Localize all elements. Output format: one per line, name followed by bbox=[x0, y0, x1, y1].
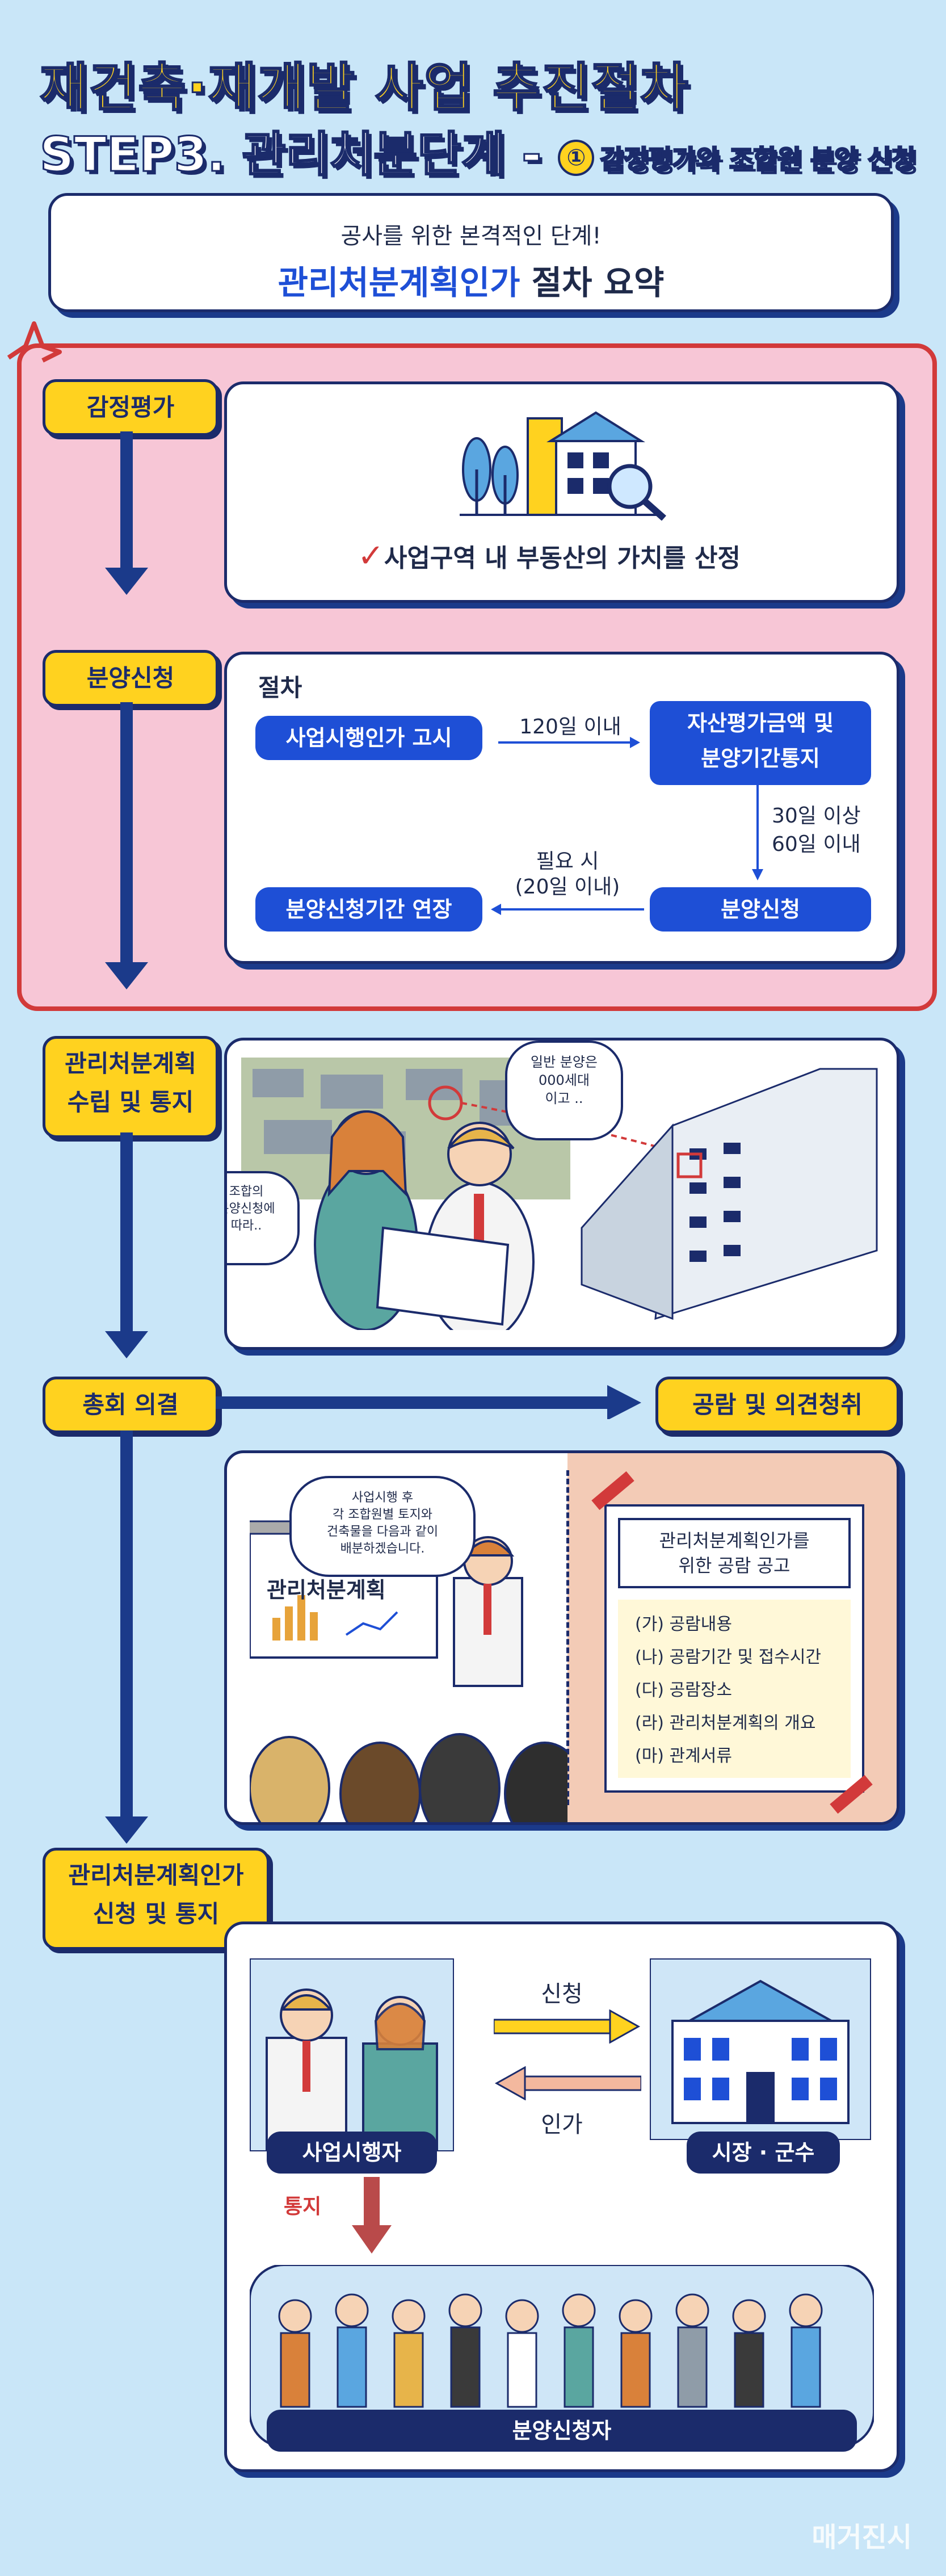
flow-line bbox=[120, 702, 133, 963]
approval-card: 사업시행자 신청 인가 시장 · 군수 통지 분양신청자 bbox=[224, 1921, 899, 2472]
main-title: 재건축·재개발 사업 추진절차 bbox=[39, 57, 689, 119]
step-label-plan-b: 수립 및 통지 bbox=[67, 1088, 194, 1116]
step-label-application: 분양신청 bbox=[43, 650, 218, 707]
summary-line2: 관리처분계획인가 절차 요약 bbox=[51, 256, 891, 304]
house-magnifier-icon bbox=[460, 411, 666, 521]
speech-bubble-left: 조합의 분양신청에 따라.. bbox=[227, 1171, 300, 1265]
step-label-appraisal: 감정평가 bbox=[43, 379, 218, 436]
application-procedure-card: 절차 사업시행인가 고시 120일 이내 자산평가금액 및 분양기간통지 30일… bbox=[224, 652, 899, 964]
arrow-down-icon bbox=[352, 2177, 392, 2254]
step-value-notice-box: 자산평가금액 및 분양기간통지 bbox=[650, 701, 871, 785]
procedure-title: 절차 bbox=[258, 674, 302, 702]
speech-bubble-right: 일반 분양은 000세대 이고 .. bbox=[505, 1041, 623, 1140]
notice-item: (라) 관리처분계획의 개요 bbox=[635, 1713, 816, 1733]
step-label-approval-a: 관리처분계획인가 bbox=[68, 1861, 244, 1889]
extension-limit: (20일 이내) bbox=[515, 875, 620, 899]
speech-bubble-presenter: 사업시행 후 각 조합원별 토지와 건축물을 다음과 같이 배분하겠습니다. bbox=[289, 1476, 476, 1577]
step-label-plan: 관리처분계획 수립 및 통지 bbox=[43, 1036, 218, 1138]
star-mark-icon bbox=[7, 321, 62, 363]
notice-title: 관리처분계획인가를 위한 공람 공고 bbox=[618, 1518, 851, 1588]
board-title: 관리처분계획 bbox=[267, 1578, 386, 1602]
city-hall-icon bbox=[650, 1958, 871, 2140]
approve-label: 인가 bbox=[541, 2112, 583, 2138]
appraisal-check: ✓사업구역 내 부동산의 가치를 산정 bbox=[358, 538, 741, 574]
applicants-crowd-illustration bbox=[250, 2265, 874, 2447]
arrow-right-icon bbox=[216, 1385, 641, 1419]
appraisal-card: ✓사업구역 내 부동산의 가치를 산정 bbox=[224, 381, 899, 603]
executor-illustration bbox=[250, 1958, 454, 2151]
notice-items: (가) 공람내용 (나) 공람기간 및 접수시간 (다) 공람장소 (라) 관리… bbox=[618, 1600, 851, 1778]
brand-logo: 매거진시 bbox=[812, 2522, 912, 2553]
step-label-public-review: 공람 및 의견청취 bbox=[655, 1377, 899, 1433]
summary-highlight: 관리처분계획인가 bbox=[278, 263, 520, 302]
executor-label: 사업시행자 bbox=[267, 2132, 437, 2174]
duration-30-days: 30일 이상 bbox=[772, 804, 861, 828]
flow-arrow-icon bbox=[105, 1816, 148, 1844]
flow-arrow-icon bbox=[105, 1331, 148, 1358]
notice-item: (나) 공람기간 및 접수시간 bbox=[635, 1647, 822, 1667]
public-notice-board: 관리처분계획인가를 위한 공람 공고 (가) 공람내용 (나) 공람기간 및 접… bbox=[604, 1504, 864, 1793]
step-apply-box: 분양신청 bbox=[650, 887, 871, 932]
applicants-label: 분양신청자 bbox=[267, 2410, 857, 2452]
extension-condition: 필요 시 bbox=[536, 850, 599, 873]
summary-rest: 절차 요약 bbox=[520, 263, 665, 302]
divider bbox=[566, 1470, 569, 1805]
step-label-approval: 관리처분계획인가 신청 및 통지 bbox=[43, 1848, 270, 1950]
notify-label: 통지 bbox=[284, 2195, 322, 2218]
flow-line bbox=[120, 1430, 133, 1816]
sub-title-detail: 감정평가와 조합원 분양 신청 bbox=[599, 144, 916, 176]
flow-arrow-icon bbox=[105, 962, 148, 989]
appraisal-description: 사업구역 내 부동산의 가치를 산정 bbox=[384, 544, 741, 573]
flow-arrow-icon bbox=[105, 568, 148, 595]
step-label-plan-a: 관리처분계획 bbox=[65, 1050, 196, 1077]
arrow-left-icon bbox=[494, 2066, 641, 2100]
step-label-approval-b: 신청 및 통지 bbox=[93, 1900, 220, 1928]
plan-illustration-card: 일반 분양은 000세대 이고 .. 조합의 분양신청에 따라.. bbox=[224, 1038, 899, 1350]
step-extend-box: 분양신청기간 연장 bbox=[255, 887, 482, 932]
notice-item: (가) 공람내용 bbox=[635, 1614, 732, 1634]
sub-title-main: STEP3. 관리처분단계 - bbox=[39, 126, 542, 183]
arrow-down-icon bbox=[752, 785, 763, 880]
summary-line1: 공사를 위한 본격적인 단계! bbox=[340, 223, 602, 249]
notice-item: (마) 관계서류 bbox=[635, 1746, 732, 1766]
summary-card: 공사를 위한 본격적인 단계! 관리처분계획인가 절차 요약 bbox=[48, 193, 894, 312]
apply-label: 신청 bbox=[541, 1981, 583, 2007]
duration-120-days: 120일 이내 bbox=[519, 715, 621, 739]
arrow-right-icon bbox=[494, 2009, 641, 2044]
assembly-card: 사업시행 후 각 조합원별 토지와 건축물을 다음과 같이 배분하겠습니다. 관… bbox=[224, 1450, 899, 1825]
step-number-badge: ① bbox=[558, 140, 595, 177]
arrow-left-icon bbox=[491, 904, 644, 915]
mayor-label: 시장 · 군수 bbox=[687, 2132, 840, 2174]
notice-item: (다) 공람장소 bbox=[635, 1680, 732, 1700]
check-icon: ✓ bbox=[358, 538, 384, 574]
flow-line bbox=[120, 431, 133, 568]
duration-60-days: 60일 이내 bbox=[772, 833, 861, 856]
step-label-assembly: 총회 의결 bbox=[43, 1377, 218, 1433]
flow-line bbox=[120, 1132, 133, 1331]
step-notice-box: 사업시행인가 고시 bbox=[255, 716, 482, 760]
planning-scene-illustration bbox=[241, 1058, 878, 1330]
arrow-right-icon bbox=[498, 737, 640, 748]
